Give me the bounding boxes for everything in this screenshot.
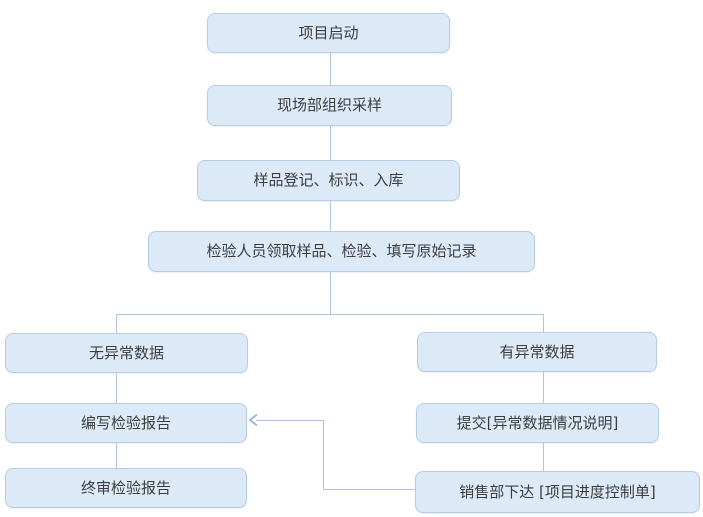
flow-node-field-sampling: 现场部组织采样: [207, 85, 452, 126]
connector-feedback-bottom: [323, 489, 415, 490]
flow-node-sample-registration: 样品登记、标识、入库: [197, 160, 460, 201]
connector-no-abnormal-to-write-report: [116, 373, 117, 403]
flow-node-label: 提交[异常数据情况说明]: [456, 413, 619, 432]
connector-feedback-rise: [323, 420, 324, 490]
flow-node-label: 项目启动: [298, 23, 359, 42]
flow-node-sales-control-sheet: 销售部下达 [项目进度控制单]: [415, 471, 700, 513]
flow-node-project-start: 项目启动: [207, 13, 450, 53]
flow-node-label: 无异常数据: [88, 343, 164, 362]
connector-start-to-sampling: [330, 53, 331, 85]
feedback-arrowhead-left-icon: [248, 413, 258, 427]
flow-node-label: 销售部下达 [项目进度控制单]: [459, 482, 656, 501]
connector-inspection-to-split: [330, 272, 331, 314]
connector-sampling-to-registration: [330, 126, 331, 160]
flow-node-abnormal-data: 有异常数据: [417, 332, 657, 372]
flow-node-label: 样品登记、标识、入库: [253, 171, 404, 189]
connector-write-report-to-final-review: [116, 443, 117, 468]
connector-split-to-abnormal: [543, 314, 544, 332]
connector-feedback-top: [256, 420, 324, 421]
flow-node-submit-abnormal-note: 提交[异常数据情况说明]: [416, 403, 659, 443]
flow-node-write-report: 编写检验报告: [5, 403, 247, 443]
connector-submit-note-to-sales: [543, 443, 544, 471]
flow-node-inspection-record: 检验人员领取样品、检验、填写原始记录: [148, 231, 535, 272]
flow-node-label: 现场部组织采样: [276, 96, 382, 114]
connector-split-to-no-abnormal: [116, 314, 117, 333]
flow-node-label: 编写检验报告: [80, 413, 171, 432]
flow-node-label: 终审检验报告: [80, 478, 171, 497]
flow-node-label: 检验人员领取样品、检验、填写原始记录: [206, 242, 477, 260]
flow-node-no-abnormal-data: 无异常数据: [5, 333, 248, 373]
flow-node-final-review-report: 终审检验报告: [5, 468, 247, 508]
connector-split-horizontal: [116, 314, 544, 315]
flow-node-label: 有异常数据: [499, 342, 575, 361]
connector-registration-to-inspection: [330, 201, 331, 231]
connector-abnormal-to-submit-note: [543, 372, 544, 403]
